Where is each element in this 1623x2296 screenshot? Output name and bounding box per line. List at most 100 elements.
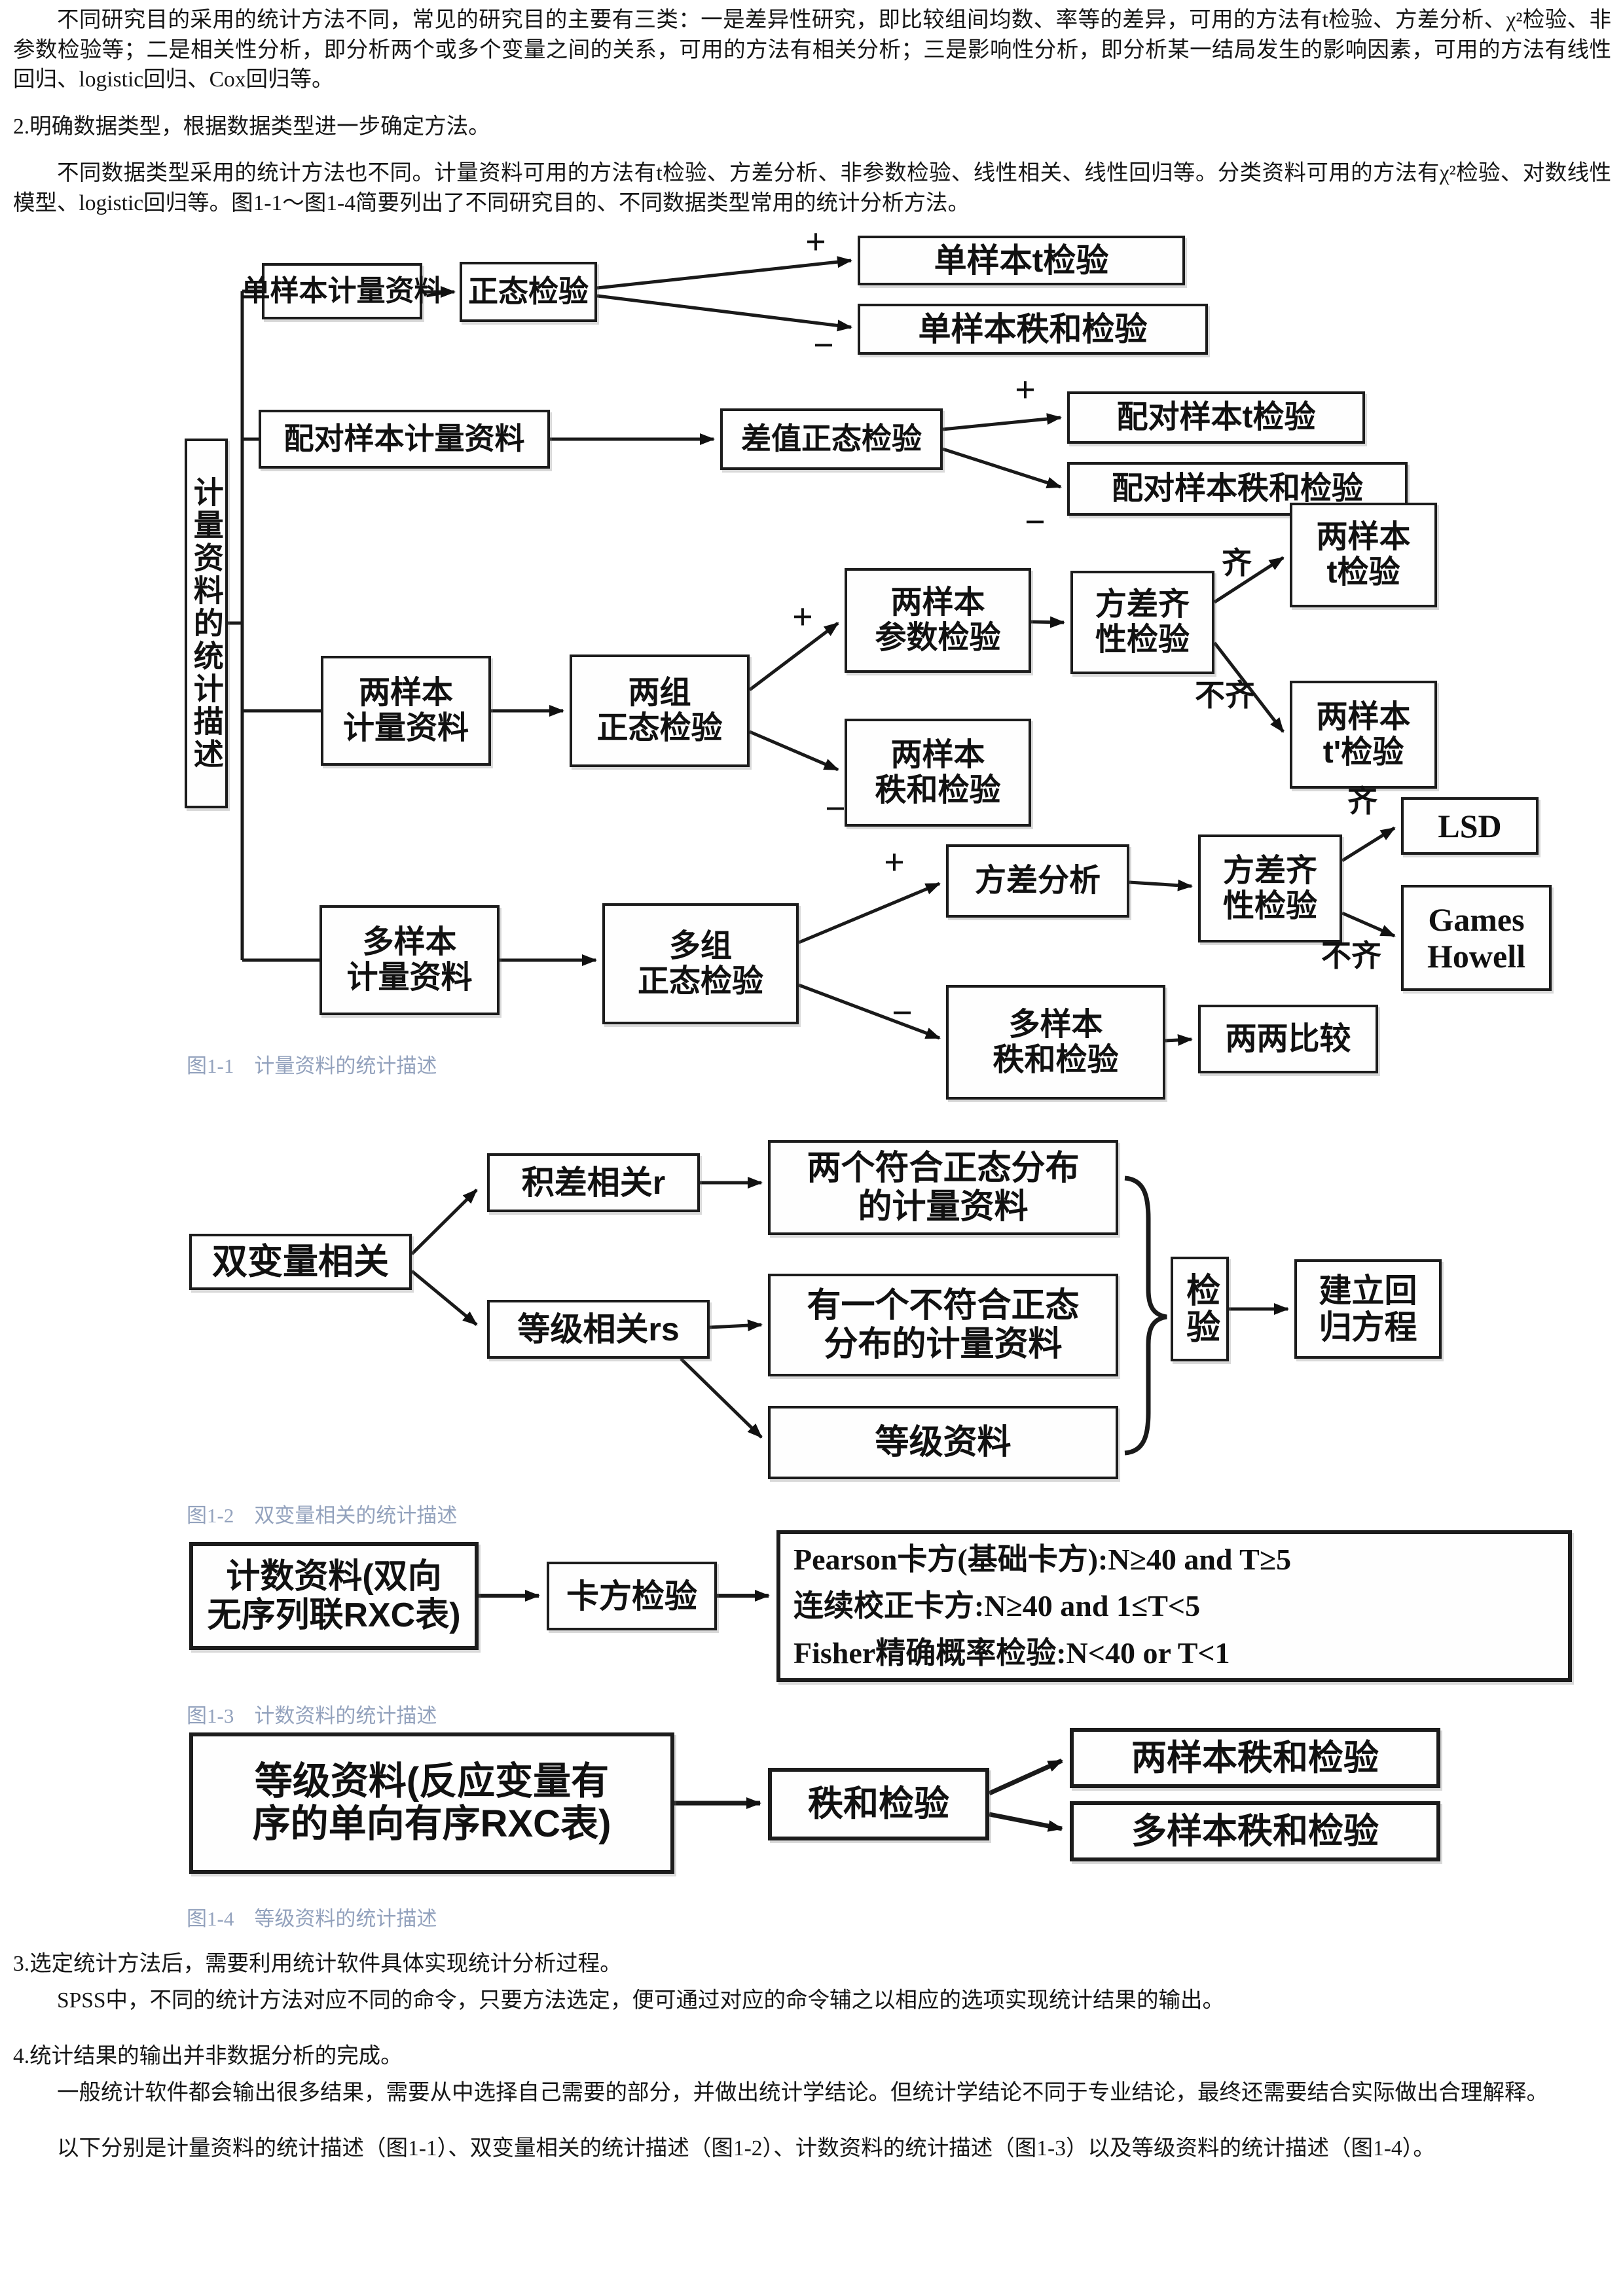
paragraph: 不同研究目的采用的统计方法不同，常见的研究目的主要有三类：一是差异性研究，即比较… (13, 8, 1611, 92)
fig3-box-chi-square-rules: Pearson卡方(基础卡方):N≥40 and T≥5 连续校正卡方:N≥40… (776, 1530, 1572, 1682)
box-label: 有一个不符合正态 (807, 1287, 1080, 1325)
edge-label-plus: + (884, 842, 905, 883)
box-label: 正态检验 (596, 711, 723, 745)
box-label: 计量资料的统计描述 (189, 476, 224, 771)
figure-1-4: 等级资料(反应变量有序的单向有序RXC表) 秩和检验 两样本秩和检验 多样本秩和… (177, 1721, 1591, 1937)
fig1-box-paired-rank-sum-test: 配对样本秩和检验 (1067, 462, 1408, 516)
edge-label-minus: − (825, 789, 846, 829)
box-label: 积差相关r (521, 1164, 666, 1201)
figure-1-3: 计数资料(双向无序列联RXC表) 卡方检验 Pearson卡方(基础卡方):N≥… (177, 1525, 1591, 1741)
box-label: 配对样本t检验 (1116, 400, 1316, 435)
box-label: 方差分析 (974, 863, 1101, 899)
box-label: 差值正态检验 (741, 422, 922, 456)
fig4-box-multi-sample-rank-sum: 多样本秩和检验 (1070, 1801, 1440, 1861)
fig4-box-rank-sum-test: 秩和检验 (768, 1768, 989, 1840)
box-label: 两样本 (1316, 520, 1411, 555)
box-label: 单样本t检验 (934, 242, 1109, 279)
box-label: 方差齐 (1222, 853, 1317, 888)
fig1-box-variance-homogeneity-test-2: 方差齐性检验 (1070, 571, 1214, 674)
edge-label-not-homogeneous: 不齐 (1321, 939, 1381, 973)
box-label: 多组 (668, 928, 732, 963)
fig1-box-paired-sample-data: 配对样本计量资料 (259, 410, 550, 469)
fig3-connectors (479, 1590, 770, 1602)
fig2-box-test: 检验 (1171, 1257, 1229, 1361)
box-label: 秩和检验 (875, 772, 1001, 808)
top-text-block: 不同研究目的采用的统计方法不同，常见的研究目的主要有三类：一是差异性研究，即比较… (13, 5, 1611, 218)
box-label: 两样本 (890, 585, 985, 620)
box-label: 配对样本秩和检验 (1111, 471, 1363, 507)
figure-caption: 图1-3 计数资料的统计描述 (187, 1704, 437, 1727)
box-label: 多样本秩和检验 (1131, 1811, 1379, 1851)
box-label: 两个符合正态分布 (807, 1149, 1080, 1188)
fig4-box-two-sample-rank-sum: 两样本秩和检验 (1070, 1728, 1440, 1788)
box-label: 的计量资料 (858, 1187, 1029, 1226)
fig1-box-paired-t-test: 配对样本t检验 (1067, 391, 1365, 444)
fig1-box-lsd: LSD (1401, 797, 1539, 855)
box-label: 两组 (628, 675, 691, 711)
bottom-text-block: 3.选定统计方法后，需要利用统计软件具体实现统计分析过程。 SPSS中，不同的统… (13, 1949, 1611, 2164)
fig1-box-multi-sample-data: 多样本计量资料 (319, 905, 500, 1015)
fig1-box-multi-group-normality-test: 多组正态检验 (602, 903, 799, 1024)
fig2-connectors (410, 1175, 1289, 1456)
fig1-box-quantitative-data-root: 计量资料的统计描述 (185, 439, 228, 808)
box-label: 性检验 (1222, 888, 1317, 924)
box-label: 正态检验 (637, 963, 763, 999)
box-label: t'检验 (1322, 734, 1404, 770)
box-label: 建立回 (1319, 1272, 1417, 1309)
edge-label-homogeneous: 齐 (1222, 547, 1252, 580)
box-label: 分布的计量资料 (824, 1325, 1063, 1363)
box-label: 秩和检验 (808, 1784, 949, 1824)
box-label: 检验 (1180, 1272, 1219, 1346)
box-label: Fisher精确概率检验:N<40 or T<1 (793, 1636, 1230, 1670)
box-label: 卡方检验 (566, 1577, 697, 1615)
box-label: 计量资料 (346, 960, 473, 995)
box-label: 多样本 (1008, 1007, 1103, 1042)
edge-label-minus: − (813, 325, 834, 366)
box-label: 无序列联RXC表) (207, 1596, 461, 1634)
fig2-box-bivariate-correlation: 双变量相关 (189, 1234, 412, 1290)
box-label: 等级资料(反应变量有 (254, 1760, 610, 1803)
fig2-box-pearson-r: 积差相关r (487, 1153, 700, 1212)
box-label: Howell (1427, 938, 1525, 975)
fig1-box-pairwise-comparison: 两两比较 (1198, 1005, 1378, 1073)
paragraph: 3.选定统计方法后，需要利用统计软件具体实现统计分析过程。 (13, 1952, 622, 1976)
figure-caption: 图1-4 等级资料的统计描述 (187, 1907, 437, 1930)
fig1-box-multi-sample-rank-sum-test: 多样本秩和检验 (946, 985, 1165, 1100)
box-label: 正态检验 (468, 274, 589, 309)
fig1-box-difference-normality-test: 差值正态检验 (720, 408, 943, 470)
fig1-box-two-sample-rank-sum-test: 两样本秩和检验 (845, 719, 1031, 827)
fig1-box-anova: 方差分析 (946, 844, 1129, 918)
box-label: Games (1428, 901, 1525, 938)
box-label: 单样本秩和检验 (918, 311, 1148, 348)
fig2-box-one-non-normal-quantitative: 有一个不符合正态分布的计量资料 (768, 1274, 1118, 1376)
fig2-box-rank-correlation-rs: 等级相关rs (487, 1300, 710, 1359)
paragraph: 4.统计结果的输出并非数据分析的完成。 (13, 2044, 403, 2069)
paragraph: 以下分别是计量资料的统计描述（图1-1）、双变量相关的统计描述（图1-2）、计数… (57, 2136, 1435, 2161)
figure-1-1: 计量资料的统计描述 单样本计量资料 正态检验 单样本t检验 单样本秩和检验 配对… (177, 222, 1617, 1100)
box-label: 两样本秩和检验 (1131, 1738, 1379, 1778)
fig3-box-count-data-rxc: 计数资料(双向无序列联RXC表) (189, 1542, 479, 1650)
fig1-box-normality-test: 正态检验 (460, 262, 597, 322)
fig4-connectors (674, 1758, 1063, 1832)
box-label: 计量资料 (342, 711, 469, 745)
box-label: 双变量相关 (212, 1242, 389, 1282)
edge-label-homogeneous: 齐 (1347, 785, 1377, 818)
box-label: 方差齐 (1095, 587, 1190, 622)
box-label: 参数检验 (875, 620, 1001, 655)
fig1-box-variance-homogeneity-test-4: 方差齐性检验 (1198, 834, 1342, 942)
figure-caption: 图1-1 计量资料的统计描述 (187, 1054, 437, 1077)
edge-label-plus: + (805, 222, 826, 262)
fig2-box-two-normal-quantitative: 两个符合正态分布的计量资料 (768, 1140, 1118, 1235)
fig4-box-ordinal-data-rxc: 等级资料(反应变量有序的单向有序RXC表) (189, 1732, 674, 1874)
box-label: 两样本 (890, 737, 985, 772)
fig1-box-two-sample-data: 两样本计量资料 (321, 656, 491, 766)
figure-1-2: 双变量相关 积差相关r 等级相关rs 两个符合正态分布的计量资料 有一个不符合正… (177, 1132, 1486, 1538)
paragraph: 不同数据类型采用的统计方法也不同。计量资料可用的方法有t检验、方差分析、非参数检… (13, 161, 1611, 215)
box-label: 连续校正卡方:N≥40 and 1≤T<5 (793, 1589, 1201, 1623)
paragraph: 一般统计软件都会输出很多结果，需要从中选择自己需要的部分，并做出统计学结论。但统… (57, 2080, 1548, 2105)
box-label: 归方程 (1319, 1309, 1417, 1346)
edge-label-plus: + (1015, 370, 1036, 410)
